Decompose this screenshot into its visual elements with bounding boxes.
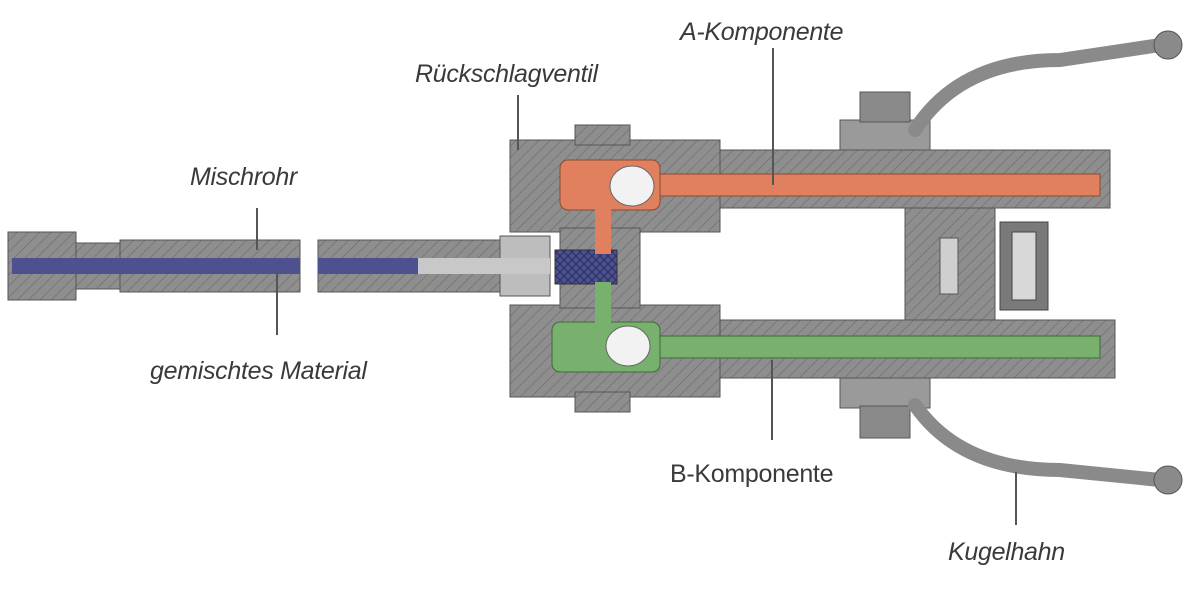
mixing-tube (7, 231, 551, 301)
static-mixer-insert (554, 249, 618, 285)
label-check-valve: Rückschlagventil (415, 60, 598, 88)
check-valve-ball-a (609, 165, 655, 207)
mixed-material-core-right (318, 258, 418, 274)
label-b-component: B-Komponente (670, 460, 834, 488)
ball-valve-assembly (839, 30, 1183, 495)
ball-valve-handle-bottom (908, 398, 1167, 487)
ball-valve-handle-top (908, 38, 1167, 137)
label-mixing-tube: Mischrohr (190, 163, 298, 191)
a-component-line (559, 149, 1111, 254)
label-a-component: A-Komponente (680, 18, 844, 46)
mixed-material-core-left (12, 258, 300, 274)
label-ball-valve: Kugelhahn (948, 538, 1065, 566)
label-mixed-material: gemischtes Material (150, 357, 367, 385)
check-valve-ball-b (605, 325, 651, 367)
leader-lines (256, 48, 1017, 525)
b-component-line (551, 282, 1116, 379)
